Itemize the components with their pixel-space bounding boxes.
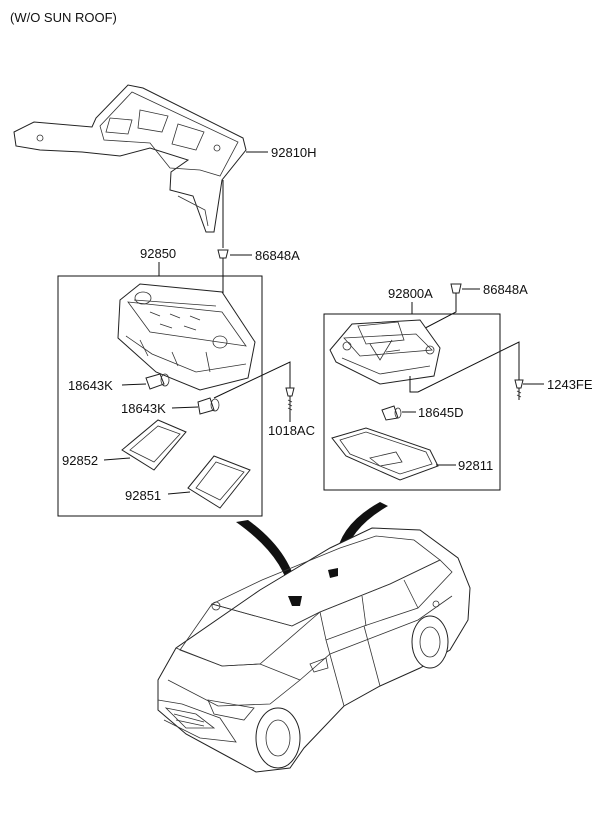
label-92811: 92811 <box>458 458 493 473</box>
label-18645D: 18645D <box>418 405 464 420</box>
label-18643K-1: 18643K <box>68 378 113 393</box>
roof-bracket-part <box>13 84 247 233</box>
label-92850: 92850 <box>140 246 176 261</box>
bulb-18643K-1 <box>145 373 170 390</box>
label-92852: 92852 <box>62 453 98 468</box>
diagram-title: (W/O SUN ROOF) <box>10 10 117 25</box>
label-92851: 92851 <box>125 488 161 503</box>
screw-1018AC <box>285 387 295 412</box>
lens-92852 <box>121 419 187 471</box>
label-92800A: 92800A <box>388 286 433 301</box>
label-18643K-2: 18643K <box>121 401 166 416</box>
car-illustration <box>157 527 471 773</box>
bulb-18643K-2 <box>197 397 220 415</box>
label-1018AC: 1018AC <box>268 423 315 438</box>
label-86848A-top: 86848A <box>255 248 300 263</box>
screw-1243FE <box>514 379 524 400</box>
bulb-18645D <box>381 405 402 421</box>
lens-92851 <box>187 455 251 509</box>
right-assembly-box <box>323 313 501 491</box>
label-1243FE: 1243FE <box>547 377 593 392</box>
label-92810H: 92810H <box>271 145 317 160</box>
lens-92811 <box>331 427 439 481</box>
left-assembly-box <box>57 275 263 517</box>
room-lamp-housing-right <box>329 319 441 385</box>
clip-86848A-right <box>450 283 462 294</box>
clip-86848A-top <box>217 249 229 259</box>
room-lamp-housing-left <box>117 283 256 391</box>
label-86848A-right: 86848A <box>483 282 528 297</box>
